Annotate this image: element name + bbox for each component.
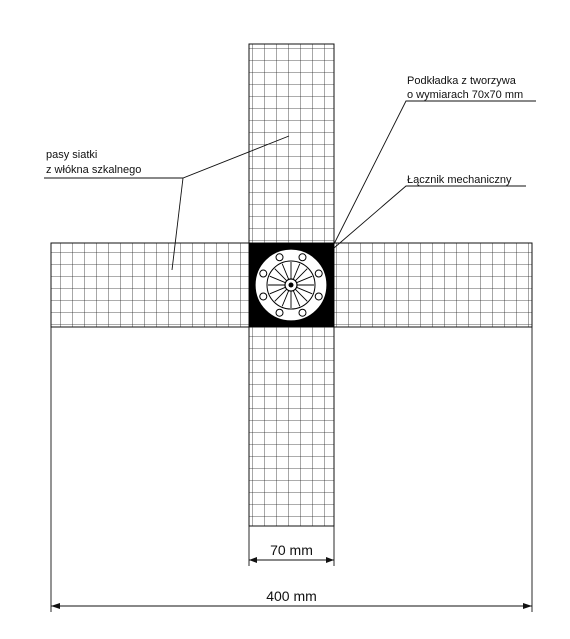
washer-leader	[333, 100, 536, 245]
connector-hole	[259, 269, 268, 278]
washer-label-1: Podkładka z tworzywa	[407, 75, 517, 87]
connector-label: Łącznik mechaniczny	[407, 174, 512, 186]
connector-hole	[298, 308, 307, 317]
connector-hole	[275, 253, 284, 262]
connector-spoke	[292, 263, 301, 280]
connector-hole	[314, 269, 323, 278]
connector-spoke	[294, 268, 308, 282]
connector-spoke	[269, 275, 286, 284]
connector-spoke	[269, 286, 286, 295]
overall-length-dimension: 400 mm	[266, 588, 317, 604]
connector-spoke	[281, 263, 290, 280]
connector-spoke	[292, 290, 301, 307]
connector-hole	[298, 253, 307, 262]
connector-hole	[275, 308, 284, 317]
strip-width-dimension: 70 mm	[270, 542, 313, 558]
connector-spoke	[296, 286, 313, 295]
connector-spoke	[281, 290, 290, 307]
connector-hole	[314, 292, 323, 301]
connector-spoke	[296, 275, 313, 284]
washer-label-2: o wymiarach 70x70 mm	[407, 89, 523, 101]
mesh-strips-label-2: z włókna szkalnego	[46, 164, 141, 176]
mesh-strips-label-1: pasy siatki	[46, 149, 97, 161]
connector-spoke	[274, 288, 288, 302]
connector-leader	[333, 185, 526, 249]
connector-spoke	[294, 288, 308, 302]
connector-hole	[259, 292, 268, 301]
mesh-strips-leader-2	[171, 177, 184, 271]
mechanical-connector	[254, 248, 328, 322]
connector-spoke	[274, 268, 288, 282]
